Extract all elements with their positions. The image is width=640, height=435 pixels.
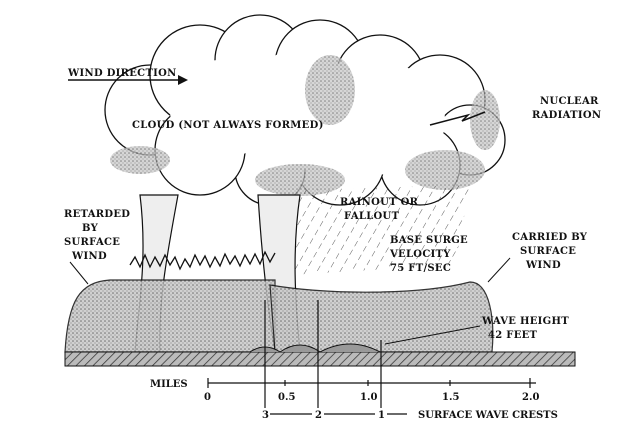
carried-label-2: SURFACE [520,246,576,257]
miles-scale [207,300,536,415]
nuclear-radiation-label-2: RADIATION [532,110,601,121]
radiation-bolt-icon [429,111,486,126]
cloud-label: CLOUD (NOT ALWAYS FORMED) [132,120,324,131]
rainout-label-2: FALLOUT [344,211,400,222]
wave-height-label-2: 42 FEET [488,330,538,341]
surface-waves [249,343,381,353]
wave-height-label-1: WAVE HEIGHT [481,316,569,327]
nuclear-radiation-label-1: NUCLEAR [540,96,599,107]
tick-1-5: 1.5 [442,392,459,403]
retarded-label-1: RETARDED [64,209,130,220]
retarded-pointer [69,261,89,285]
fallout-rain [290,185,470,275]
surge-turbulence [129,250,276,271]
miles-label: MILES [150,379,188,390]
carried-pointer [487,257,511,283]
tick-1-0: 1.0 [360,392,377,403]
crest-3: 3 [262,410,269,421]
cloud [104,14,506,206]
surface-wave-crests-label: SURFACE WAVE CRESTS [418,410,558,421]
base-surge-label-2: VELOCITY [389,249,451,260]
cloud-shading [110,55,500,196]
carried-label-1: CARRIED BY [512,232,588,243]
retarded-label-4: WIND [71,251,107,262]
carried-label-3: WIND [525,260,561,271]
base-surge-label-3: 75 FT/SEC [390,263,451,274]
wind-direction-arrow [68,75,188,85]
crest-2: 2 [315,410,322,421]
base-surge-left [64,279,276,353]
base-surge-label-1: BASE SURGE [390,235,468,246]
tick-0-5: 0.5 [278,392,295,403]
tick-0: 0 [204,392,211,403]
crest-1: 1 [378,410,385,421]
wave-height-pointer [384,325,481,345]
retarded-label-3: SURFACE [64,237,120,248]
wind-direction-label: WIND DIRECTION [67,68,177,79]
retarded-label-2: BY [82,223,99,234]
water-surface [64,351,576,367]
rainout-label-1: RAINOUT OR [340,197,419,208]
tick-2-0: 2.0 [522,392,539,403]
